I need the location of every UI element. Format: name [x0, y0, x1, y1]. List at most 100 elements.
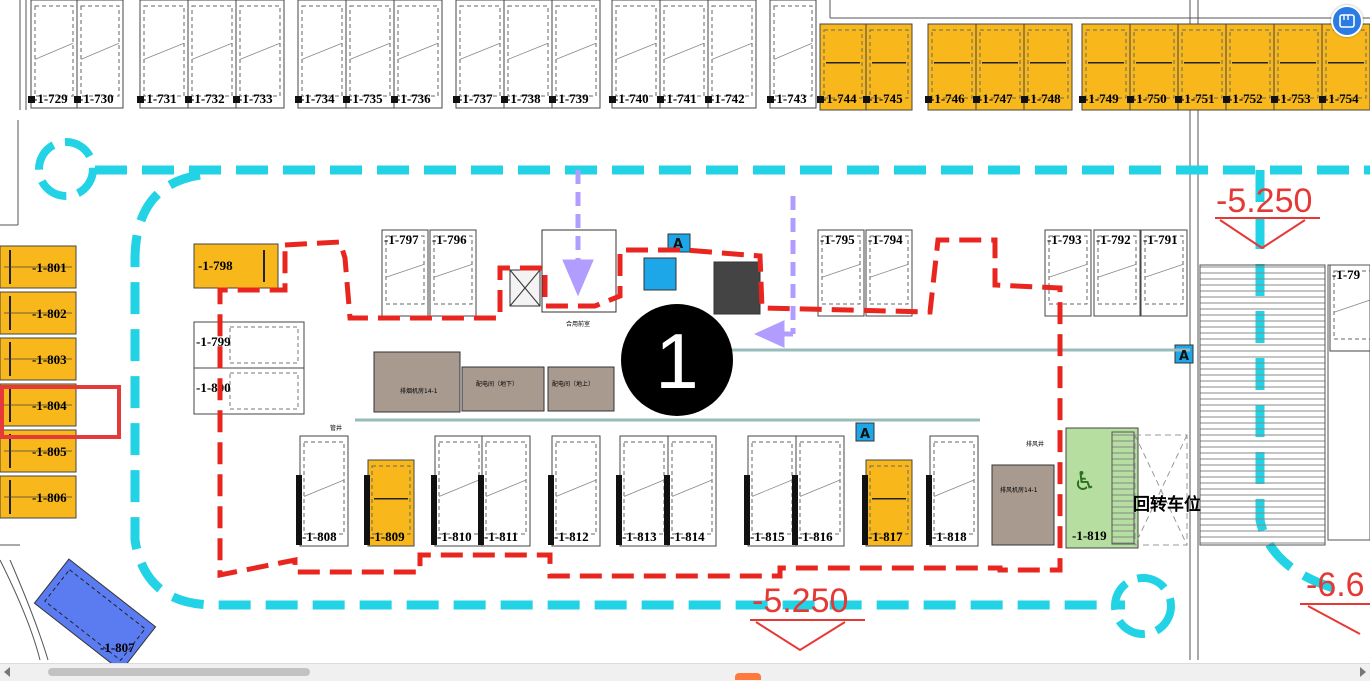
parking-slot[interactable]: -1-744: [819, 23, 867, 111]
parking-slot-label: -1-792: [1096, 232, 1131, 247]
parking-slot[interactable]: -1-813: [619, 435, 669, 547]
lobby-label: 合用前室: [566, 320, 590, 328]
parking-slot-label: -1-805: [32, 444, 67, 459]
elevation-top-right: -5.250: [1216, 182, 1312, 220]
parking-slot[interactable]: -1-741: [659, 0, 709, 109]
parking-slot[interactable]: -1-734: [297, 0, 347, 109]
parking-slot[interactable]: -1-798: [193, 243, 279, 289]
parking-slot[interactable]: -1-79: [1329, 264, 1370, 352]
parking-slot[interactable]: -1-739: [551, 0, 601, 109]
parking-slot-label: -1-748: [1026, 91, 1061, 106]
parking-slot[interactable]: -1-818: [929, 435, 979, 547]
parking-slot[interactable]: -1-743: [769, 0, 817, 109]
elevation-right: -6.6: [1306, 566, 1365, 604]
parking-slot-label: -1-797: [384, 232, 419, 247]
top-row-parking: -1-729-1-730-1-731-1-732-1-733-1-734-1-7…: [28, 0, 1370, 111]
parking-slot-label: -1-733: [238, 91, 273, 106]
parking-slot-label: -1-801: [32, 260, 67, 275]
parking-slot-label: -1-815: [750, 529, 785, 544]
parking-slot[interactable]: -1-746: [927, 23, 977, 111]
parking-slot[interactable]: -1-730: [76, 0, 124, 109]
parking-slot-label: -1-738: [506, 91, 541, 106]
parking-slot[interactable]: -1-815: [747, 435, 797, 547]
building-core: [355, 229, 1194, 442]
parking-slot[interactable]: -1-793: [1044, 229, 1092, 317]
parking-slot-label: -1-736: [396, 91, 431, 106]
parking-slot[interactable]: -1-812: [551, 435, 601, 547]
parking-slot-label: -1-798: [198, 258, 233, 273]
parking-slot[interactable]: -1-792: [1093, 229, 1141, 317]
measure-tool-button[interactable]: [1331, 5, 1363, 37]
parking-slot[interactable]: -1-729: [30, 0, 78, 109]
bottom-toolbar-handle[interactable]: [735, 673, 761, 680]
measure-tool-icon: [1339, 14, 1355, 28]
parking-slot-label: -1-810: [437, 529, 472, 544]
parking-slot[interactable]: -1-752: [1225, 23, 1275, 111]
parking-slot-label: -1-749: [1084, 91, 1119, 106]
parking-slot-label: -1-744: [822, 91, 857, 106]
selected-slot-highlight: [0, 385, 121, 439]
parking-slot-label: -1-793: [1047, 232, 1082, 247]
parking-slot[interactable]: -1-802: [0, 291, 77, 335]
svg-text:A: A: [673, 237, 683, 252]
parking-slot[interactable]: -1-816: [795, 435, 845, 547]
parking-slot-label: -1-812: [554, 529, 589, 544]
room-power-above[interactable]: [547, 366, 615, 412]
parking-slot[interactable]: -1-811: [481, 435, 531, 547]
parking-slot[interactable]: -1-749: [1081, 23, 1131, 111]
parking-slot[interactable]: -1-753: [1273, 23, 1323, 111]
parking-slot[interactable]: -1-808: [299, 435, 349, 547]
horizontal-scrollbar[interactable]: [0, 663, 1370, 681]
room-power-under[interactable]: [461, 366, 545, 412]
parking-slot[interactable]: -1-740: [611, 0, 661, 109]
parking-slot[interactable]: -1-806: [0, 475, 77, 519]
parking-slot-label: -1-799: [196, 334, 231, 349]
scrollbar-thumb[interactable]: [48, 668, 310, 676]
parking-slot[interactable]: -1-809: [367, 459, 415, 547]
parking-slot-label: -1-740: [614, 91, 649, 106]
parking-slot[interactable]: -1-751: [1177, 23, 1227, 111]
parking-slot[interactable]: -1-804: [0, 383, 77, 427]
parking-slot[interactable]: -1-796: [429, 229, 477, 317]
parking-slot[interactable]: -1-795: [817, 229, 865, 317]
parking-slot[interactable]: -1-747: [975, 23, 1025, 111]
parking-slot-label: -1-814: [670, 529, 705, 544]
parking-slot[interactable]: -1-794: [865, 229, 913, 317]
parking-slot-label: -1-800: [196, 380, 231, 395]
parking-slot[interactable]: -1-742: [707, 0, 757, 109]
elevation-bottom: -5.250: [752, 582, 848, 620]
parking-slot[interactable]: -1-733: [235, 0, 285, 109]
room-exhaust[interactable]: [373, 351, 461, 413]
left-column-parking: -1-801 -1-802-1-803-1-804 -1-805 -1-806: [0, 245, 77, 519]
parking-slot[interactable]: -1-750: [1129, 23, 1179, 111]
accessible-parking-slot[interactable]: -1-819: [1065, 427, 1139, 549]
parking-slot[interactable]: -1-738: [503, 0, 553, 109]
parking-slot[interactable]: -1-735: [345, 0, 395, 109]
parking-slot[interactable]: -1-732: [187, 0, 237, 109]
diagonal-slot[interactable]: [33, 558, 157, 672]
parking-slot[interactable]: -1-817: [865, 459, 913, 547]
parking-slot-label: -1-732: [190, 91, 225, 106]
parking-slot[interactable]: -1-797: [381, 229, 429, 317]
parking-slot-label: -1-818: [932, 529, 967, 544]
parking-slot[interactable]: -1-731: [139, 0, 189, 109]
parking-slot[interactable]: -1-800: [193, 367, 305, 415]
scroll-right-arrow-icon[interactable]: [1360, 667, 1366, 677]
parking-slot[interactable]: -1-754: [1321, 23, 1370, 111]
parking-slot[interactable]: -1-748: [1023, 23, 1073, 111]
parking-slot[interactable]: -1-801: [0, 245, 77, 289]
zone-marker[interactable]: 1: [621, 304, 733, 416]
parking-slot[interactable]: -1-736: [393, 0, 443, 109]
parking-slot[interactable]: -1-791: [1140, 229, 1188, 317]
parking-slot[interactable]: -1-814: [667, 435, 717, 547]
parking-slot[interactable]: -1-737: [455, 0, 505, 109]
parking-slot[interactable]: -1-803: [0, 337, 77, 381]
parking-slot[interactable]: -1-745: [865, 23, 913, 111]
parking-slot[interactable]: -1-799: [193, 321, 305, 369]
parking-slot[interactable]: -1-810: [434, 435, 484, 547]
parking-slot-label: -1-742: [710, 91, 745, 106]
scroll-left-arrow-icon[interactable]: [4, 667, 10, 677]
room-fan[interactable]: [991, 464, 1055, 546]
parking-slot-label: -1-739: [554, 91, 589, 106]
